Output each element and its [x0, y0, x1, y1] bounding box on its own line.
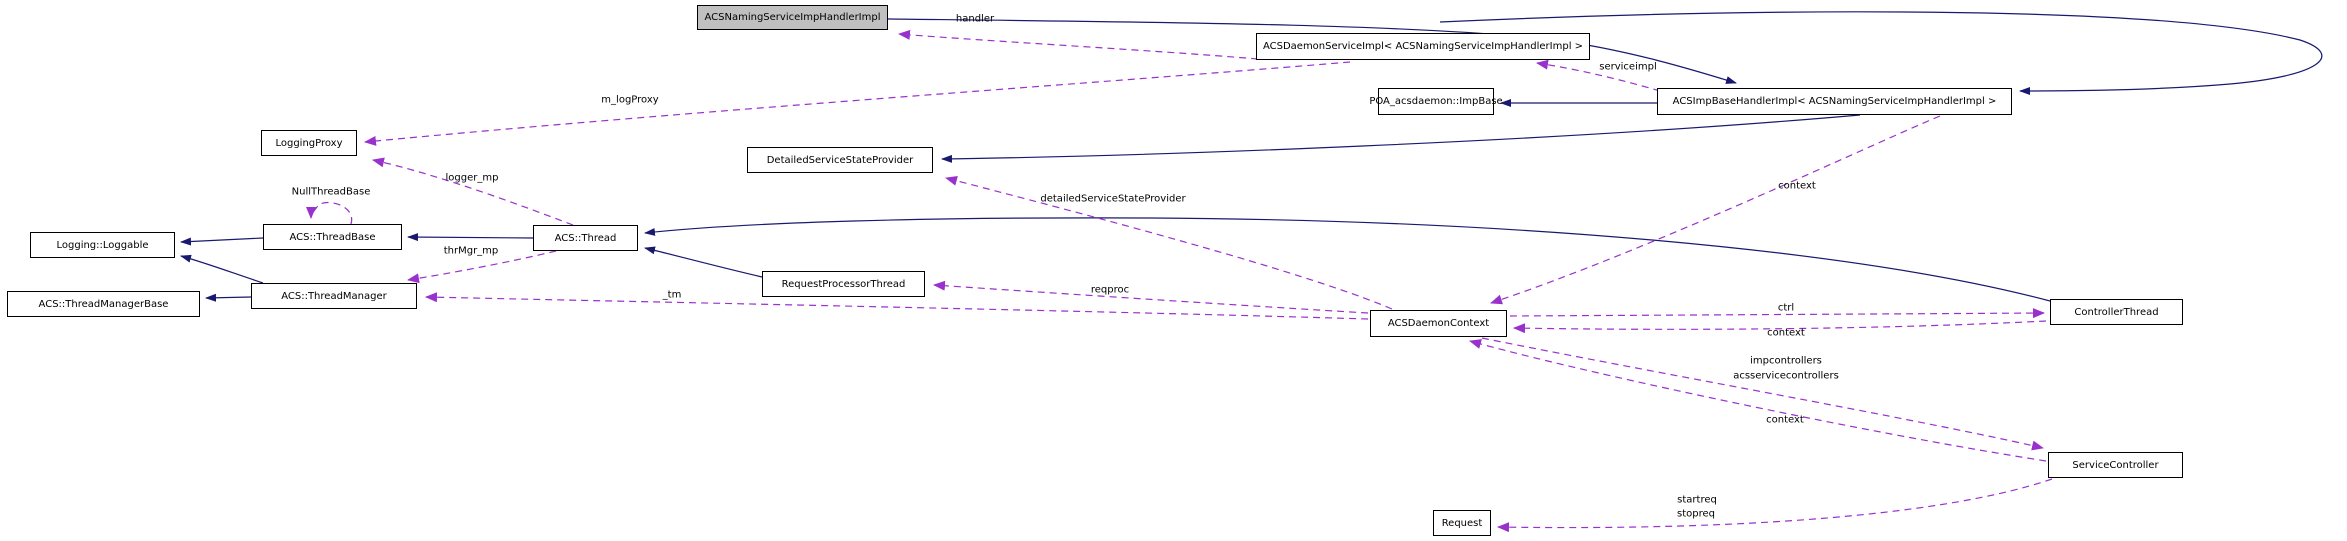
edge-usage-handler	[898, 29, 1259, 60]
edge-inherit-naming-to-impbasehandler-arc	[1439, 11, 2323, 95]
edge-inherit-threadmanager-to-loggable	[180, 254, 264, 284]
edge-usage-context-controllerthread	[1513, 320, 2047, 334]
node-acs-naming-service-imp-handler-impl[interactable]: ACSNamingServiceImpHandlerImpl	[697, 5, 888, 30]
edge-usage-context-impbasehandler	[1490, 115, 1941, 305]
node-acs-thread-base[interactable]: ACS::ThreadBase	[263, 224, 402, 250]
edge-inherit-threadmanager-to-threadmanagerbase	[205, 293, 252, 302]
node-detailed-service-state-provider[interactable]: DetailedServiceStateProvider	[747, 147, 933, 173]
node-acs-thread[interactable]: ACS::Thread	[533, 225, 638, 251]
node-acs-daemon-service-impl[interactable]: ACSDaemonServiceImpl< ACSNamingServiceIm…	[1256, 33, 1590, 60]
edge-label-ctrl: ctrl	[1777, 302, 1795, 314]
edge-label-mlogproxy: m_logProxy	[601, 94, 659, 106]
node-request-processor-thread[interactable]: RequestProcessorThread	[762, 271, 925, 297]
edge-label-stopreq: stopreq	[1677, 508, 1715, 520]
node-acs-daemon-context[interactable]: ACSDaemonContext	[1370, 310, 1507, 337]
edge-label-serviceimpl: serviceimpl	[1599, 61, 1657, 73]
edge-label-acsservicecontrollers: acsservicecontrollers	[1733, 370, 1839, 382]
edge-label-impcontrollers: impcontrollers	[1750, 355, 1822, 367]
node-acs-imp-base-handler-impl[interactable]: ACSImpBaseHandlerImpl< ACSNamingServiceI…	[1657, 88, 2012, 115]
edge-usage-impcontrollers	[1481, 337, 2044, 451]
edge-usage-mlogproxy	[364, 61, 1351, 146]
edge-usage-ctrl	[1509, 308, 2045, 319]
node-logging-loggable[interactable]: Logging::Loggable	[30, 232, 175, 258]
node-service-controller[interactable]: ServiceController	[2048, 452, 2183, 478]
edge-usage-context-servicecontroller	[1469, 339, 2047, 462]
edge-label-reqproc: reqproc	[1090, 284, 1130, 296]
node-poa-acsdaemon-impbase[interactable]: POA_acsdaemon::ImpBase	[1369, 88, 1503, 115]
edge-inherit-requestprocessorthread-to-thread	[644, 246, 763, 278]
node-acs-thread-manager-base[interactable]: ACS::ThreadManagerBase	[7, 291, 200, 317]
edge-usage-startreq-stopreq	[1497, 478, 2053, 533]
edge-usage-nullthreadbase-loop	[306, 201, 353, 225]
edge-label-loggermp: logger_mp	[445, 172, 499, 184]
edge-usage-loggermp	[372, 157, 574, 226]
edge-label-nullthreadbase: NullThreadBase	[291, 186, 371, 198]
node-logging-proxy[interactable]: LoggingProxy	[261, 130, 357, 156]
edge-inherit-naming-to-impbasehandler-main	[887, 18, 1737, 84]
node-request[interactable]: Request	[1433, 510, 1491, 536]
edge-usage-tm	[425, 292, 1369, 320]
edge-label-context-servicecontroller: context	[1766, 414, 1804, 426]
edge-label-context-controllerthread: context	[1767, 327, 1805, 339]
node-controller-thread[interactable]: ControllerThread	[2050, 299, 2183, 325]
edge-label-tm: _tm	[662, 289, 682, 301]
edge-label-handler: handler	[955, 13, 995, 25]
edge-label-thrmgrmp: thrMgr_mp	[443, 245, 499, 257]
edge-inherit-thread-to-threadbase	[407, 233, 534, 242]
edge-label-context-impbasehandler: context	[1778, 180, 1816, 192]
edge-label-detailedservicestateprovider: detailedServiceStateProvider	[1040, 193, 1186, 205]
node-acs-thread-manager[interactable]: ACS::ThreadManager	[251, 283, 417, 309]
edge-inherit-controllerthread-to-thread	[644, 217, 2051, 302]
edge-usage-serviceimpl	[1536, 59, 1661, 92]
edge-usage-detailedservicestateprovider	[945, 175, 1393, 310]
edge-label-startreq: startreq	[1677, 494, 1717, 506]
edge-usage-thrmgrmp	[407, 250, 557, 284]
edge-usage-reqproc	[933, 280, 1369, 314]
edge-inherit-impbasehandler-to-detailedprovider	[941, 114, 1861, 163]
edge-inherit-threadbase-to-loggable	[180, 237, 264, 246]
